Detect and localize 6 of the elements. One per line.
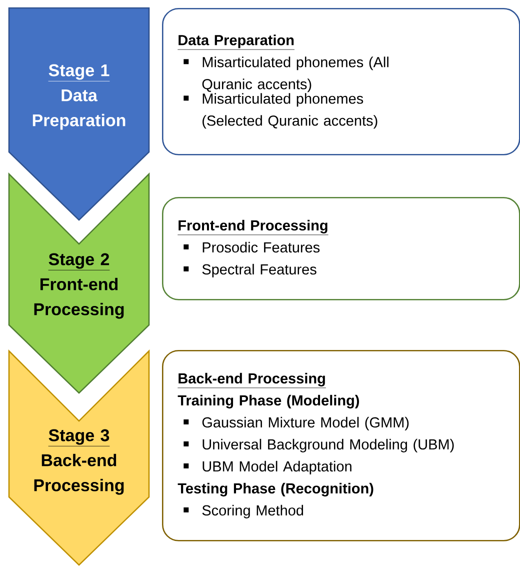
stage-banner: Stage 2 Front-end Processing	[8, 172, 150, 394]
info-box: Front-end Processing Prosodic Features Spectral Features	[162, 197, 520, 300]
stage-banner: Stage 3 Back-end Processing	[8, 349, 150, 566]
info-box: Back-end Processing Training Phase (Modeling) Gaussian Mixture Model (GMM) Universal Background Modeling (UBM) UBM Model Adaptation Testing Phase (Recognition) Scoring Method	[162, 350, 520, 542]
stage-banner: Stage 1 Data Preparation	[8, 7, 150, 221]
info-box: Data Preparation Misarticulated phonemes (All Quranic accents) Misarticulated phonemes (Selected Quranic accents)	[162, 8, 520, 156]
